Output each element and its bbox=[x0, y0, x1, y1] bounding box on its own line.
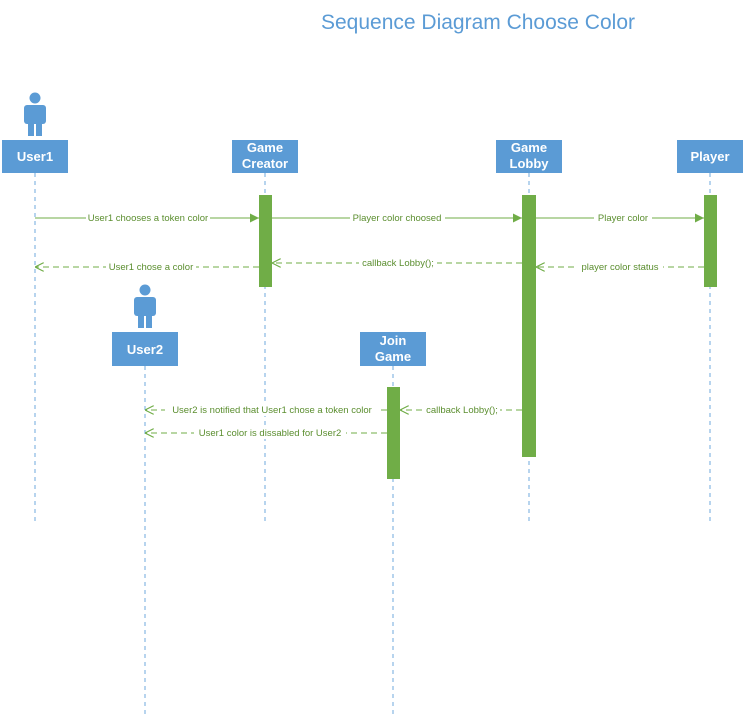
message-player-color-status: player color status bbox=[536, 261, 704, 273]
message-label: User1 color is dissabled for User2 bbox=[199, 428, 342, 439]
participant-label: Join bbox=[380, 333, 407, 348]
message-user1-chose-color: User1 chose a color bbox=[35, 261, 259, 273]
message-label: callback Lobby(); bbox=[426, 405, 498, 416]
participant-label: Player bbox=[690, 149, 729, 164]
message-callback-lobby-creator: callback Lobby(); bbox=[272, 257, 522, 269]
message-label: User1 chose a color bbox=[109, 262, 193, 273]
participant-game-lobby: Game Lobby bbox=[496, 140, 562, 173]
participant-label: Game bbox=[375, 349, 411, 364]
message-label: User2 is notified that User1 chose a tok… bbox=[172, 405, 372, 416]
actor-icon bbox=[24, 92, 46, 136]
message-label: Player color bbox=[598, 213, 648, 224]
participant-user2: User2 bbox=[112, 332, 178, 366]
message-user1-chooses-color: User1 chooses a token color bbox=[35, 212, 259, 224]
message-player-color: Player color bbox=[536, 212, 704, 224]
participant-game-creator: Game Creator bbox=[232, 140, 298, 173]
message-label: User1 chooses a token color bbox=[88, 213, 208, 224]
message-callback-lobby-join: callback Lobby(); bbox=[400, 404, 522, 416]
participant-user1: User1 bbox=[2, 140, 68, 173]
messages: User1 chooses a token color Player color… bbox=[35, 212, 704, 439]
activation-player bbox=[704, 195, 717, 287]
participant-label: Game bbox=[511, 140, 547, 155]
participant-label: User1 bbox=[17, 149, 53, 164]
activation-game-lobby bbox=[522, 195, 536, 457]
participant-label: User2 bbox=[127, 342, 163, 357]
participant-label: Lobby bbox=[510, 156, 550, 171]
participant-label: Creator bbox=[242, 156, 288, 171]
activation-game-creator bbox=[259, 195, 272, 287]
message-label: callback Lobby(); bbox=[362, 258, 434, 269]
activations bbox=[259, 195, 717, 479]
actor-icon bbox=[134, 284, 156, 328]
message-user2-notified: User2 is notified that User1 chose a tok… bbox=[145, 404, 387, 416]
participant-label: Game bbox=[247, 140, 283, 155]
lifelines bbox=[34, 173, 711, 716]
message-label: player color status bbox=[581, 262, 658, 273]
message-label: Player color choosed bbox=[353, 213, 442, 224]
message-player-color-choosed: Player color choosed bbox=[272, 212, 522, 224]
activation-join-game bbox=[387, 387, 400, 479]
message-user1-color-disabled: User1 color is dissabled for User2 bbox=[145, 427, 387, 439]
participant-player: Player bbox=[677, 140, 743, 173]
diagram-title: Sequence Diagram Choose Color bbox=[321, 11, 635, 34]
participant-join-game: Join Game bbox=[360, 332, 426, 366]
